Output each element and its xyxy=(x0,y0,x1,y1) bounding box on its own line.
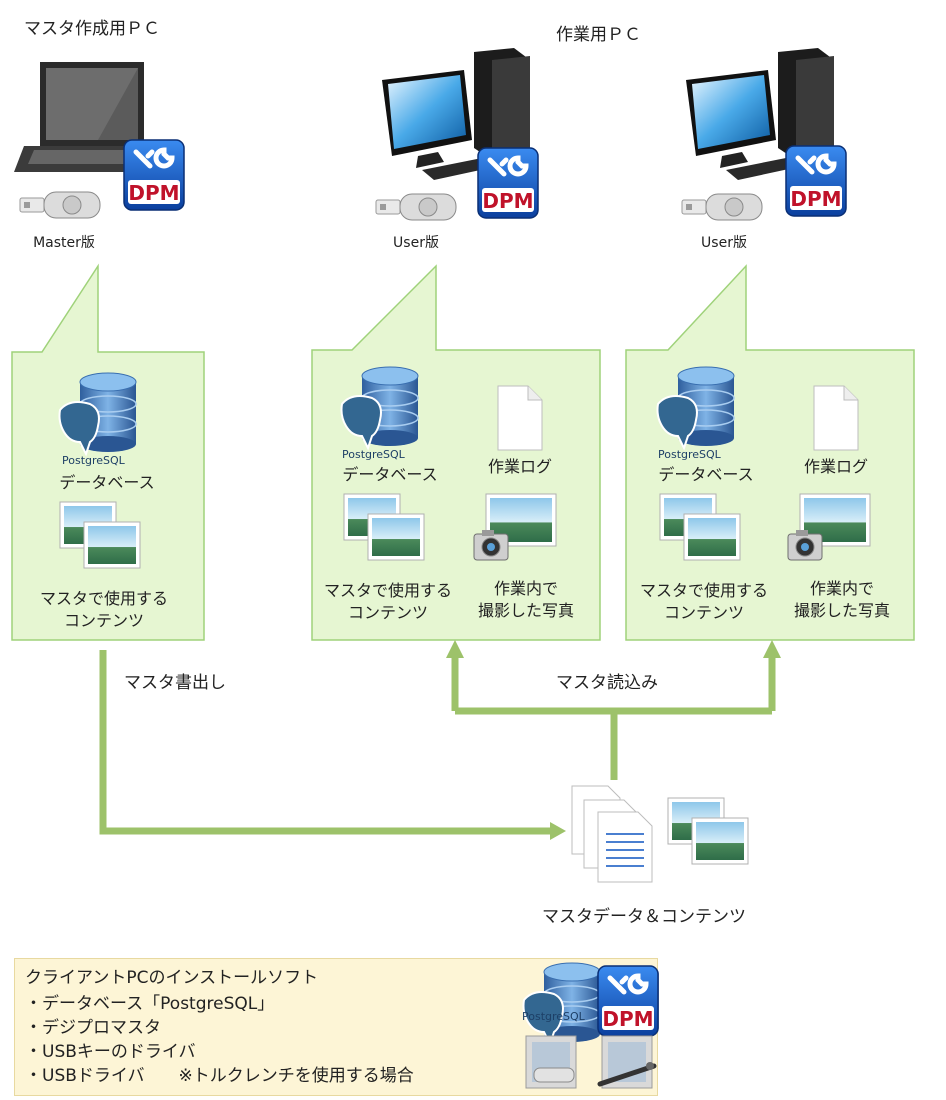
user1-photo-label: 作業内で 撮影した写真 xyxy=(477,579,575,620)
master-contents-label: マスタで使用する コンテンツ xyxy=(39,589,169,630)
usb-key-icon xyxy=(19,191,101,219)
user-version-label-1: User版 xyxy=(393,235,439,251)
document-stack-icon xyxy=(571,785,653,883)
dpm-app-icon xyxy=(478,148,538,218)
work-pc-title: 作業用ＰＣ xyxy=(556,25,641,45)
legend-db-logo-label: PostgreSQL xyxy=(522,1010,585,1023)
import-label: マスタ読込み xyxy=(556,673,658,693)
user2-photo-label: 作業内で 撮影した写真 xyxy=(793,579,891,620)
dpm-app-icon xyxy=(124,140,184,210)
legend-item: ・データベース「PostgreSQL」 xyxy=(25,994,275,1014)
import-arrow-head-1 xyxy=(446,640,464,658)
master-db-label: データベース xyxy=(59,473,155,492)
user-version-label-2: User版 xyxy=(701,235,747,251)
master-pc-title: マスタ作成用ＰＣ xyxy=(24,19,160,39)
legend-title: クライアントPCのインストールソフト xyxy=(25,968,319,988)
import-arrow xyxy=(451,656,776,780)
user2-db-label: データベース xyxy=(658,465,754,484)
import-arrow-head-2 xyxy=(763,640,781,658)
master-version-label: Master版 xyxy=(33,235,95,251)
user1-db-label: データベース xyxy=(342,465,438,484)
package-label: マスタデータ＆コンテンツ xyxy=(542,907,746,927)
usb-key-icon xyxy=(681,193,763,221)
db-logo-text: PostgreSQL xyxy=(658,448,722,461)
dpm-app-icon xyxy=(786,146,846,216)
camera-photo-icon xyxy=(787,493,871,561)
document-icon xyxy=(813,385,859,451)
usb-key-icon xyxy=(375,193,457,221)
export-label: マスタ書出し xyxy=(124,673,226,693)
camera-photo-icon xyxy=(473,493,557,561)
photo-stack-icon xyxy=(667,797,749,865)
db-logo-text: PostgreSQL xyxy=(62,454,126,467)
document-icon xyxy=(497,385,543,451)
legend-item: ・USBキーのドライバ xyxy=(25,1042,196,1062)
db-logo-text: PostgreSQL xyxy=(342,448,406,461)
user1-contents-label: マスタで使用する コンテンツ xyxy=(323,581,453,622)
export-arrow-head xyxy=(550,822,566,840)
user2-contents-label: マスタで使用する コンテンツ xyxy=(639,581,769,622)
install-software-legend: クライアントPCのインストールソフト ・データベース「PostgreSQL」 ・… xyxy=(14,958,658,1096)
export-arrow xyxy=(99,650,550,835)
master-callout-box xyxy=(11,263,205,641)
user1-log-label: 作業ログ xyxy=(487,457,553,476)
user2-log-label: 作業ログ xyxy=(803,457,869,476)
legend-item: ・デジプロマスタ xyxy=(25,1018,161,1038)
legend-item: ・USBドライバ ※トルクレンチを使用する場合 xyxy=(25,1066,414,1086)
